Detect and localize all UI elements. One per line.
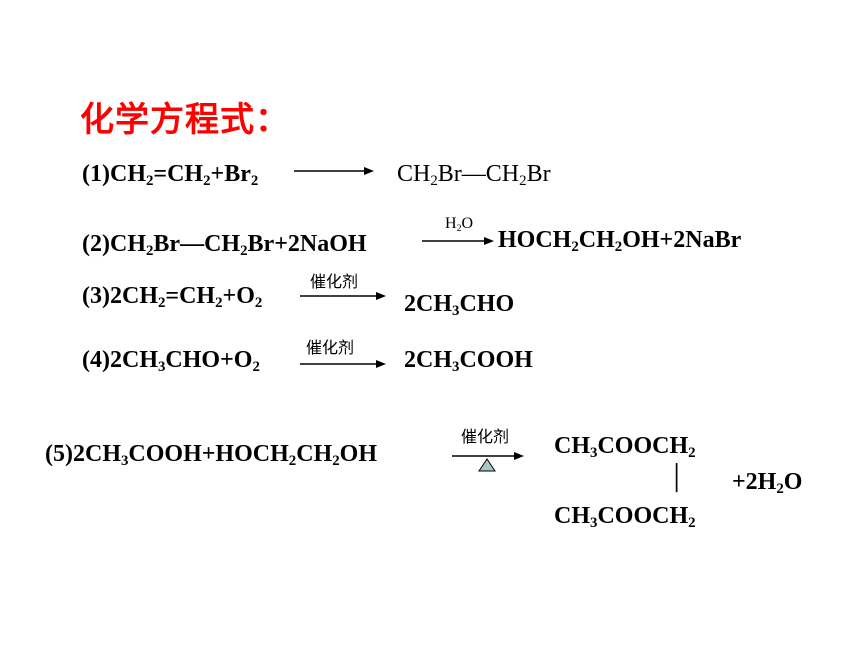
eq5-arrow — [452, 452, 524, 460]
eq5-water: +2H2O — [732, 469, 803, 498]
eq2-reactants: (2)CH2Br—CH2Br+2NaOH — [82, 231, 367, 260]
eq5-catalyst-label: 催化剂 — [461, 427, 510, 446]
eq3-product: 2CH3CHO — [404, 291, 515, 320]
eq1-arrow — [294, 167, 374, 175]
eq4-arrow — [300, 360, 386, 368]
eq3-arrow — [300, 292, 386, 300]
delta-triangle-icon — [478, 458, 496, 472]
eq4-product: 2CH3COOH — [404, 347, 533, 376]
eq2-arrow — [422, 237, 494, 245]
eq1-product: CH2Br—CH2Br — [397, 161, 551, 190]
eq5-ester-bond: │ — [668, 465, 686, 491]
eq3-catalyst-label: 催化剂 — [310, 272, 359, 291]
eq2-condition: H2O — [445, 215, 474, 234]
page-title: 化学方程式： — [80, 100, 290, 140]
eq4-reactants: (4)2CH3CHO+O2 — [82, 347, 260, 376]
eq5-reactants: (5)2CH3COOH+HOCH2CH2OH — [45, 441, 377, 470]
eq5-product-bottom: CH3COOCH2 — [554, 503, 696, 532]
eq5-product-top: CH3COOCH2 — [554, 433, 696, 462]
eq4-catalyst-label: 催化剂 — [306, 338, 355, 357]
eq1-reactants: (1)CH2=CH2+Br2 — [82, 161, 259, 190]
eq2-products: HOCH2CH2OH+2NaBr — [498, 227, 742, 256]
eq3-reactants: (3)2CH2=CH2+O2 — [82, 283, 263, 312]
